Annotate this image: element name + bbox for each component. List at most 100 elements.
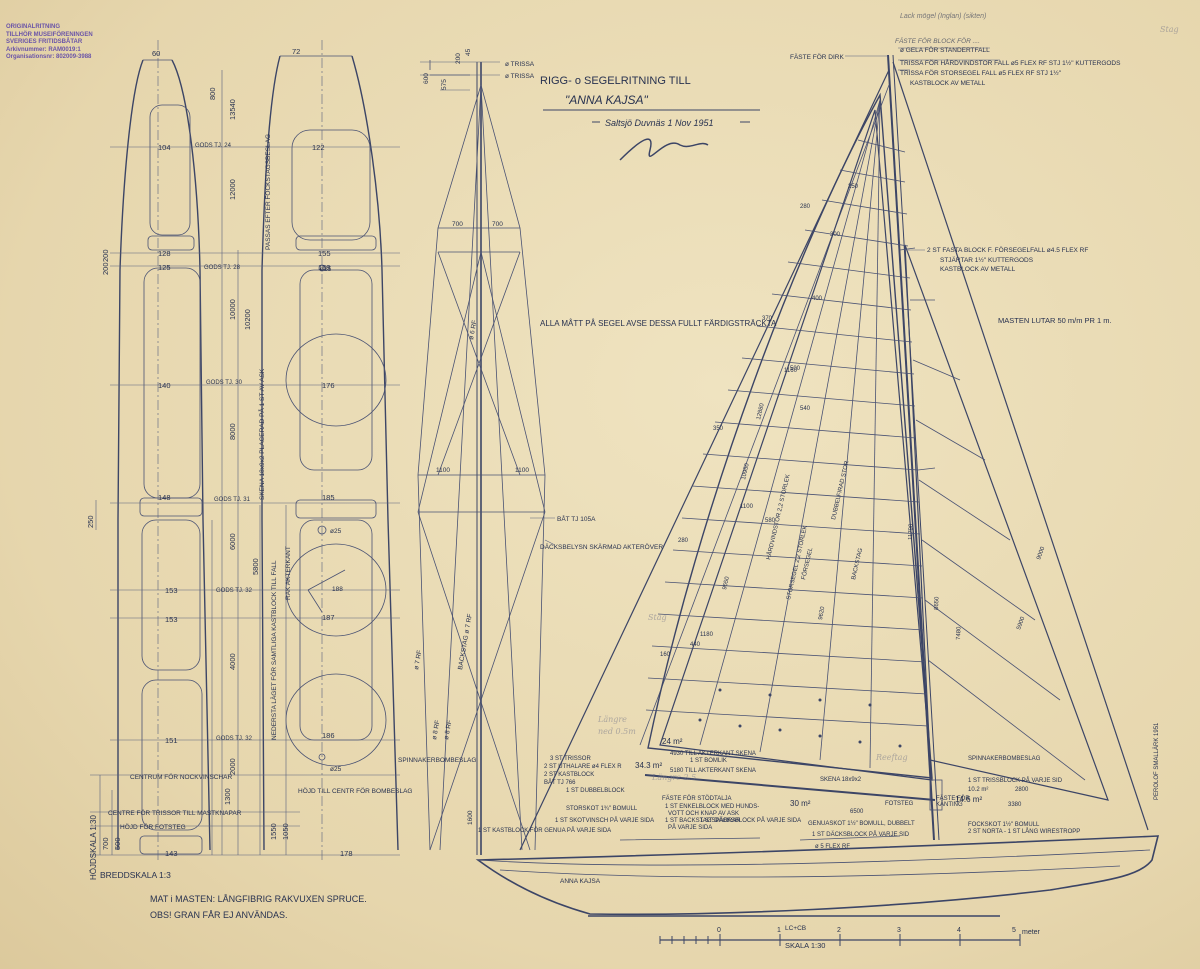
- height-dim: 250: [86, 515, 95, 528]
- label-hojd-bom: HÖJD TILL CENTR FÖR BOMBESLAG: [298, 787, 413, 795]
- width-left: 125: [158, 263, 171, 272]
- label-centre-trissor: CENTRE FÖR TRISSOR TILL MASTKNAPAR: [108, 809, 242, 817]
- title-place-date: Saltsjö Duvnäs 1 Nov 1951: [605, 118, 714, 128]
- spreader-dim: 1100: [436, 467, 450, 474]
- scale-tick-label: 1: [777, 927, 781, 934]
- width-right: 122: [312, 143, 325, 152]
- width-left: 128: [158, 249, 171, 258]
- fitting-label: 1 ST KASTBLOCK FÖR GENUA PÅ VARJE SIDA: [478, 827, 611, 834]
- gods-label: GODS TJ. 24: [195, 143, 232, 149]
- height-dim: 2000: [228, 758, 237, 775]
- pencil-note: ned 0.5m: [598, 727, 636, 736]
- width-left: 153: [165, 586, 178, 595]
- stay-label: ø 8 RF: [431, 720, 441, 741]
- fitting-label: 1 ST DUBBELBLOCK: [566, 788, 625, 794]
- height-dim: 700: [101, 837, 110, 850]
- sail-dim: 370: [762, 316, 773, 322]
- width-left: 143: [165, 849, 178, 858]
- label-hole: ø25: [330, 766, 342, 773]
- gods-label: GODS TJ. 28: [204, 265, 241, 271]
- width-right: 186: [322, 731, 335, 740]
- pencil-note: Längre: [597, 715, 627, 724]
- label-rak: RAK AKTERKANT: [285, 546, 292, 600]
- area-label: 14.6 m²: [955, 795, 982, 804]
- spreader-dim: 700: [452, 221, 463, 228]
- width-right: 72: [292, 47, 300, 56]
- pencil-note: Stag: [1160, 25, 1179, 34]
- area-label: 34.3 m²: [635, 761, 662, 770]
- label-nedersta: NEDERSTA LÄGET FÖR SAMTLIGA KASTBLOCK TI…: [270, 560, 278, 740]
- fitting-label: PEROLOF SMALLÄRK 1951: [1153, 722, 1160, 800]
- archive-stamp: ORIGINALRITNING TILLHÖR MUSEIFÖRENINGEN …: [6, 24, 110, 62]
- stay-label: ø 7 RF: [413, 650, 423, 671]
- height-dim: 4000: [228, 653, 237, 670]
- note-breadth-scale: BREDDSKALA 1:3: [100, 870, 171, 880]
- lc-label: LC+CB: [785, 925, 806, 932]
- scale-tick-label: 0: [717, 927, 721, 934]
- height-dim: 800: [208, 87, 217, 100]
- fitting-label: 1 ST DÄCKSBLOCK PÅ VARJE SIDA: [700, 817, 801, 824]
- fitting-label: SPINNAKERBOMBESLAG: [968, 756, 1041, 762]
- fitting-label: FÄSTE FÖR: [936, 795, 970, 802]
- top-dim: 600: [423, 73, 430, 84]
- pencil-note: Längre 2.5: [651, 773, 696, 782]
- note-all-measures: ALLA MÅTT PÅ SEGEL AVSE DESSA FULLT FÄRD…: [540, 319, 777, 328]
- title-main: RIGG- o SEGELRITNING TILL: [540, 75, 691, 87]
- gods-label: GODS TJ. 32: [216, 736, 253, 742]
- stay-label: ø 6 RF: [468, 320, 478, 341]
- sail-dim: 250: [848, 184, 859, 190]
- fitting-label: ø 5 FLEX RF: [815, 844, 850, 850]
- pencil-note: Stag: [648, 613, 667, 622]
- width-right: 187: [322, 613, 335, 622]
- height-dim: 200: [101, 262, 110, 275]
- width-right: 159: [318, 263, 331, 272]
- stay-label: BACKSTAG ø 7 RF: [457, 613, 474, 670]
- fitting-label: 2800: [1015, 787, 1029, 793]
- sail-dim: 300: [830, 232, 841, 238]
- fitting-label: 1 ST ENKELBLOCK MED HUNDS-: [665, 804, 759, 810]
- note-material-2: OBS! GRAN FÅR EJ ANVÄNDAS.: [150, 910, 288, 920]
- sail-text: BACKSTAG: [851, 547, 864, 580]
- gods-label: GODS TJ. 30: [206, 380, 243, 386]
- sail-text: DUBBELFIRAD STOR: [831, 460, 851, 521]
- label-bat: BÅT TJ 105A: [557, 514, 596, 523]
- width-left: 140: [158, 381, 171, 390]
- fitting-label: FOTSTEG: [885, 801, 914, 807]
- height-dim: 12000: [228, 179, 237, 200]
- note-height-scale: HÖJDSKALA 1:30: [89, 815, 98, 880]
- scale-tick-label: 3: [897, 927, 901, 934]
- area-label: 24 m²: [662, 737, 683, 746]
- label-trissa: ø TRISSA: [505, 61, 535, 68]
- height-dim: 1050: [281, 823, 290, 840]
- note-handwritten-top: Lack mögel (Inglan) (sikten): [900, 13, 986, 20]
- sail-dim: 1160: [784, 368, 798, 374]
- sail-dim: 9620: [818, 606, 826, 621]
- scale-tick-label: 5: [1012, 927, 1016, 934]
- sail-dim: 280: [678, 538, 689, 544]
- fitting-label: 10.2 m²: [968, 787, 988, 793]
- fock-note: KASTBLOCK AV METALL: [940, 266, 1016, 273]
- label-passas: PASSAS EFTER FOCKSTAGSBESLAG: [265, 134, 272, 250]
- height-dim: 5800: [251, 558, 260, 575]
- fitting-label: PÅ VARJE SIDA: [668, 824, 712, 831]
- height-dim: 10200: [243, 309, 252, 330]
- width-right: 178: [340, 849, 353, 858]
- fitting-label: 2 ST KASTBLOCK: [544, 772, 594, 778]
- sail-dim: 11790: [908, 523, 915, 540]
- sail-dim: 280: [800, 204, 811, 210]
- fitting-label: 1 ST TRISSBLOCK PÅ VARJE SID: [968, 777, 1063, 784]
- label-spinnaker-beslag: SPINNAKERBOMBESLAG: [398, 757, 476, 764]
- fitting-label: 2 ST NORTA - 1 ST LÅNG WIRESTROPP: [968, 828, 1080, 835]
- width-right: 176: [322, 381, 335, 390]
- stamp-line-4: Arkivnummer: RAM0019:1: [6, 46, 81, 53]
- scale-tick-label: 4: [957, 927, 961, 934]
- sail-dim: 10950: [741, 462, 751, 480]
- width-right: 185: [322, 493, 335, 502]
- sail-dim: 8650: [934, 596, 940, 610]
- area-label: 30 m²: [790, 799, 811, 808]
- label-centrum-nock: CENTRUM FÖR NOCKVINSCHAR: [130, 773, 233, 781]
- top-dim: 45: [465, 48, 472, 56]
- stamp-line-5: Organisationsnr: 802009-3988: [6, 54, 92, 60]
